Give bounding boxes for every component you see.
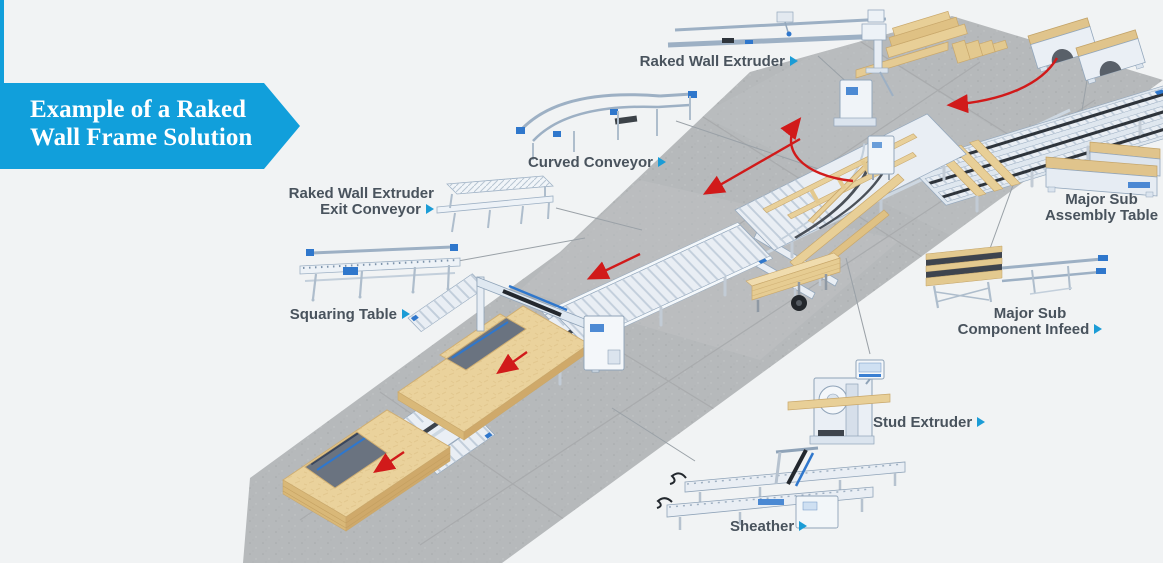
exit-conveyor-illustration — [436, 175, 554, 233]
label-text: Raked Wall Extruder — [639, 53, 785, 70]
banner-title-line2: Wall Frame Solution — [30, 123, 253, 151]
label-text-line2: Component Infeed — [957, 321, 1090, 338]
link-arrow-icon — [658, 157, 666, 167]
sheathing-gantry — [476, 276, 625, 373]
label-squaring-table[interactable]: Squaring Table — [290, 307, 410, 323]
label-text: Curved Conveyor — [527, 154, 653, 171]
link-arrow-icon — [977, 417, 986, 427]
link-arrow-icon — [799, 521, 808, 531]
major-sub-assembly-table-illustration — [1045, 141, 1161, 198]
major-sub-component-infeed-illustration — [925, 245, 1108, 309]
label-raked-wall-extruder[interactable]: Raked Wall Extruder — [640, 54, 798, 70]
banner: Example of a Raked Wall Frame Solution — [0, 83, 300, 169]
label-stud-extruder[interactable]: Stud Extruder — [873, 414, 986, 431]
flow-arrows — [373, 57, 1059, 474]
stud-extruder-machine — [787, 359, 891, 445]
raked-wall-extruder-illustration — [667, 9, 894, 97]
link-arrow-icon — [790, 56, 798, 66]
label-text-line2-row: Component Infeed — [950, 322, 1110, 338]
finished-wall-panel — [282, 409, 451, 532]
banner-title-line1: Example of a Raked — [30, 96, 246, 123]
lumber-stacks — [855, 10, 1009, 79]
label-text: Squaring Table — [289, 306, 397, 323]
label-text-line1: Major Sub — [1065, 191, 1138, 208]
label-text: Sheather — [730, 518, 795, 535]
label-major-sub-assembly-table[interactable]: Major Sub Assembly Table — [1040, 192, 1163, 224]
link-arrow-icon — [1094, 324, 1103, 334]
label-text-line1: Major Sub — [993, 305, 1067, 322]
banner-edge-stripe — [0, 0, 4, 83]
lumber-cart — [745, 252, 841, 312]
link-arrow-icon — [402, 309, 410, 319]
label-curved-conveyor[interactable]: Curved Conveyor — [528, 155, 666, 171]
label-text-line1: Raked Wall Extruder — [288, 185, 434, 202]
label-text-line2: Exit Conveyor — [320, 201, 421, 218]
label-text-line2-row: Exit Conveyor — [289, 202, 434, 218]
label-raked-wall-extruder-exit-conveyor[interactable]: Raked Wall Extruder Exit Conveyor — [289, 186, 434, 218]
wall-extruder-on-line — [833, 79, 877, 127]
squaring-table-illustration — [299, 244, 461, 302]
sheather-machine — [656, 446, 906, 530]
label-text-line2: Assembly Table — [1044, 207, 1159, 224]
link-arrow-icon — [426, 204, 434, 214]
wall-panel-on-table — [397, 305, 590, 441]
label-sheather[interactable]: Sheather — [730, 518, 808, 535]
label-major-sub-component-infeed[interactable]: Major Sub Component Infeed — [950, 306, 1110, 338]
label-text: Stud Extruder — [873, 414, 973, 431]
operator-station — [867, 135, 895, 180]
assembly-tables-on-floor — [1027, 17, 1146, 85]
curved-conveyor-illustration — [516, 91, 697, 160]
